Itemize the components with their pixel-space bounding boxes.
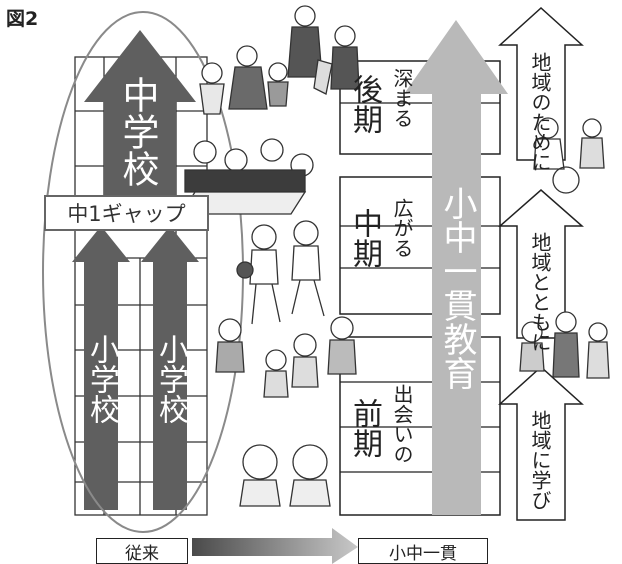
stage-late-note: 深まる [390,68,414,128]
people-illustrations [179,5,610,507]
elementary-left-arrow [72,226,130,510]
middle-school-arrow [84,30,196,215]
elementary-left-label: 小学校 [84,334,119,424]
integrated-main-arrow [404,20,508,515]
transition-arrow [192,528,358,564]
figure-label: 図2 [6,8,39,30]
stage-late-name: 後期 [347,74,382,134]
elementary-right-arrow [141,226,199,510]
conventional-bottom-label: 従来 [96,538,188,564]
stage-early-name: 前期 [347,398,382,458]
children-illustration [215,316,357,507]
community-label-with: 地域とともに [528,232,552,352]
middle-1-gap-label: 中1ギャップ [44,195,209,231]
sports-illustration [236,220,325,325]
community-arrows [498,6,584,521]
stage-early-note: 出会いの [390,384,414,464]
community-illustration [519,117,610,379]
community-label-learn: 地域に学び [528,410,552,510]
integrated-bottom-label: 小中一貫 [358,538,488,564]
integrated-education-label: 小中一貫教育 [437,186,477,390]
community-arrow-bottom [498,365,584,521]
community-label-for: 地域のために [528,52,552,172]
community-arrow-top [498,6,584,161]
classroom-illustration [179,138,314,215]
elementary-right-label: 小学校 [153,334,188,424]
stage-mid-name: 中期 [347,208,382,268]
stage-mid-note: 広がる [390,198,414,258]
family-illustration [199,5,360,115]
middle-school-label: 中学校 [116,76,159,187]
